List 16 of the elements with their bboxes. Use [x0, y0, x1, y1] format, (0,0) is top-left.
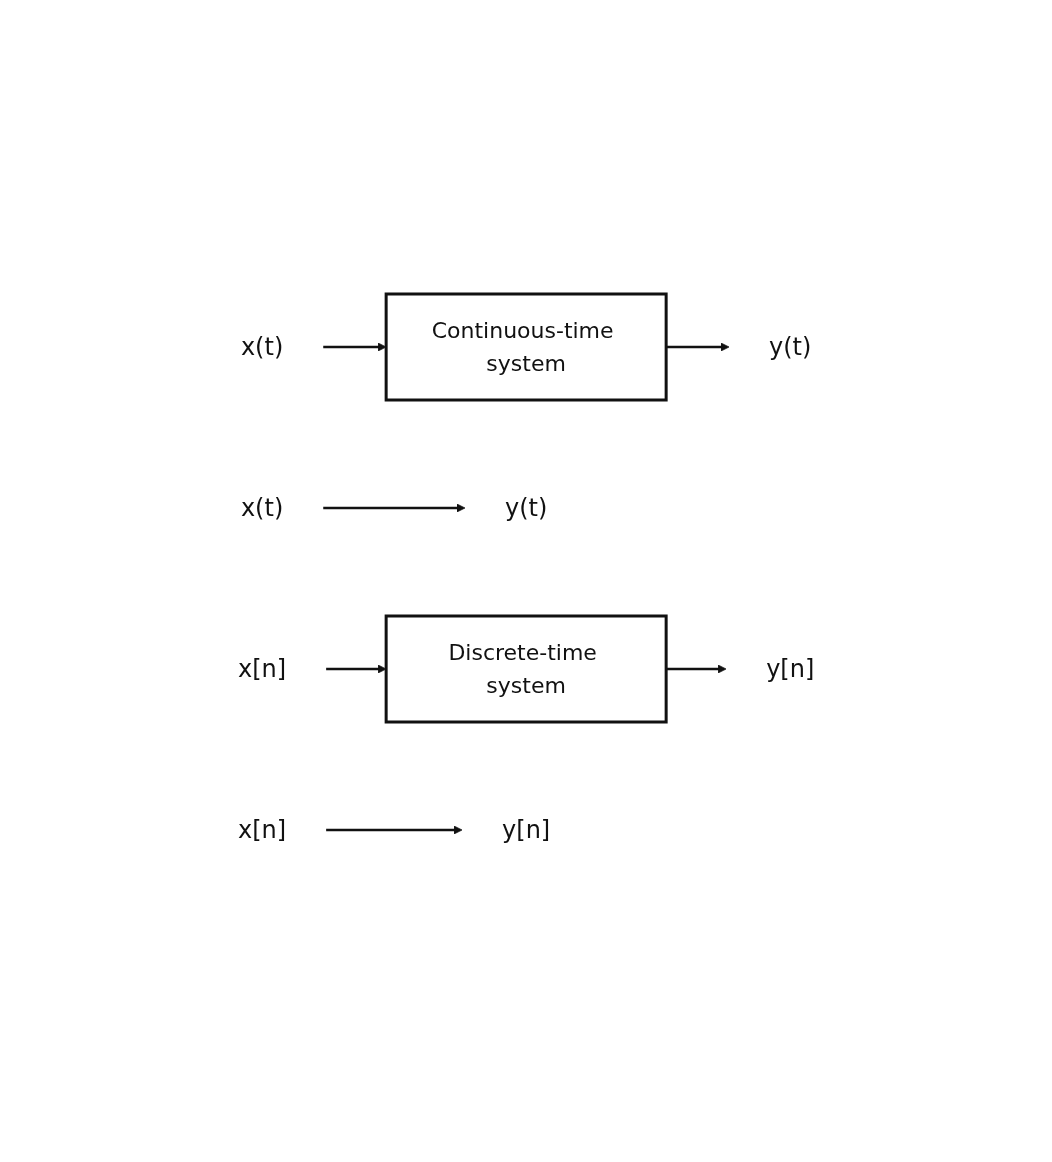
node-text: y[n]: [766, 655, 815, 683]
arrow: [323, 342, 387, 352]
node-text: y(t): [504, 494, 548, 522]
node-box: Continuous-time system: [384, 292, 668, 402]
node-text: y[n]: [501, 816, 551, 844]
node-text: x(t): [240, 494, 284, 522]
node-text: x(t): [240, 333, 284, 361]
arrow: [326, 825, 463, 835]
node-box: Discrete-time system: [384, 614, 668, 724]
arrow: [666, 342, 730, 352]
arrow: [323, 503, 466, 513]
node-text: x[n]: [237, 816, 286, 844]
arrow: [326, 664, 387, 674]
node-text: x[n]: [237, 655, 286, 683]
arrow: [666, 664, 727, 674]
node-text: y(t): [768, 333, 812, 361]
